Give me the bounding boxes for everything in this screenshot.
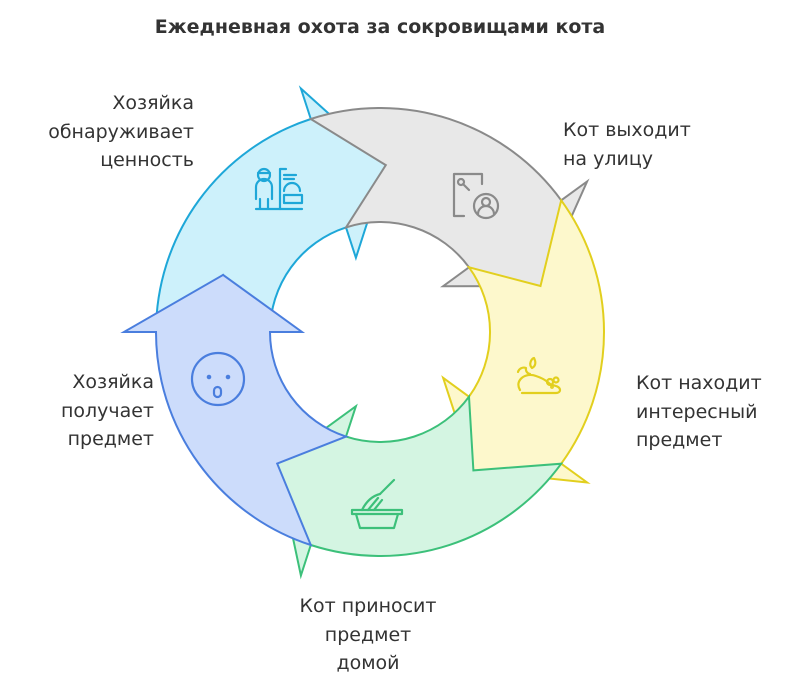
label-line: Кот приносит [299,595,437,617]
label-line: Хозяйка [112,92,194,114]
label-line: получает [60,399,154,422]
label-line: Кот находит [636,372,762,394]
label-line: Кот выходит [563,119,691,141]
label-cat-goes-out: Кот выходит на улицу [563,116,691,173]
label-line: домой [336,652,400,674]
door-person-icon [452,172,500,220]
cycle-arrow-owner-receives [120,273,349,547]
label-line: на улицу [563,147,654,170]
label-line: интересный [636,400,758,423]
litter-box-icon [350,478,404,530]
label-line: предмет [324,623,412,646]
label-cat-brings: Кот приносит предмет домой [268,592,468,678]
label-line: предмет [636,429,723,451]
label-line: ценность [100,149,194,171]
label-line: предмет [67,428,154,450]
diagram-title: Ежедневная охота за сокровищами кота [154,16,606,38]
owner-kitchen-icon [254,167,304,211]
label-cat-finds: Кот находит интересный предмет [636,369,762,455]
label-owner-finds: Хозяйка обнаруживает ценность [0,89,194,175]
label-line: Хозяйка [72,371,154,393]
surprised-face-icon [190,351,246,407]
label-line: обнаруживает [48,120,194,143]
mouse-icon [516,356,562,395]
label-owner-receives: Хозяйка получает предмет [0,368,154,454]
